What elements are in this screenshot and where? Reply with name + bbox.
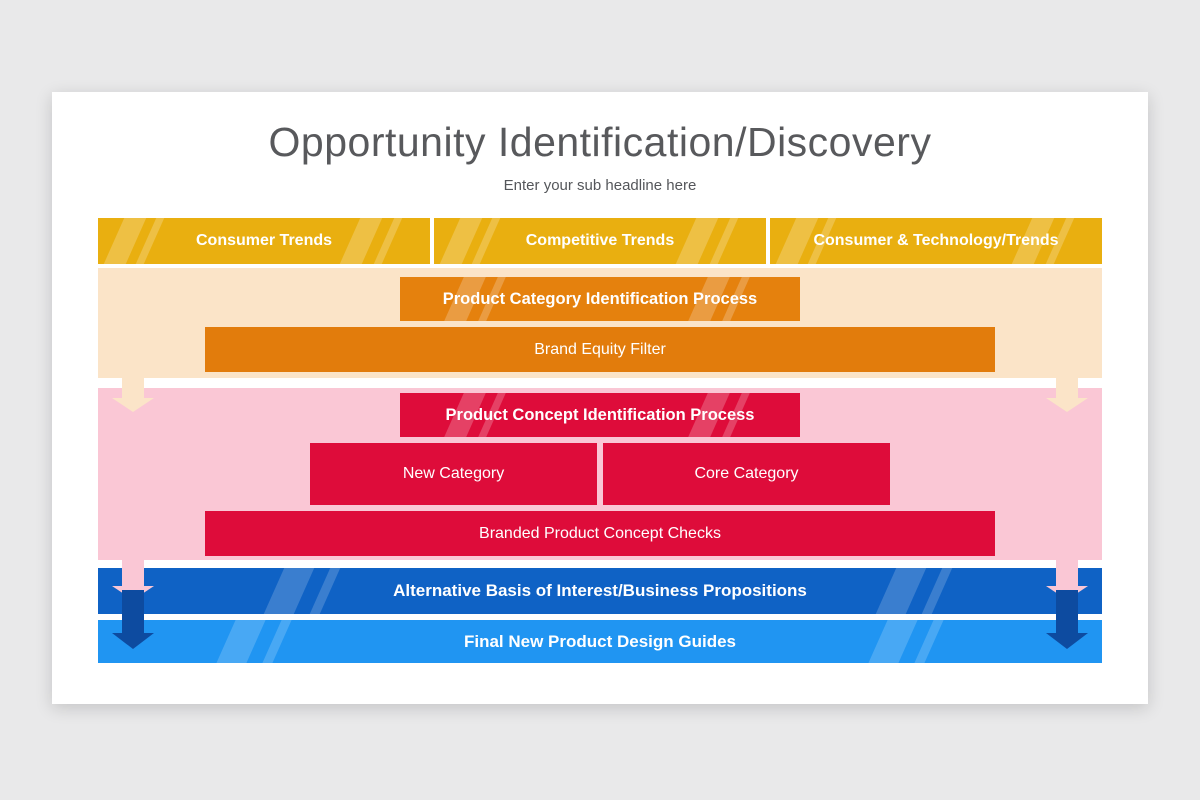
core-category-label: Core Category — [694, 465, 799, 482]
new-category-bar: New Category — [310, 443, 597, 505]
branded-concept-checks-label: Branded Product Concept Checks — [479, 524, 721, 542]
shine-stripe — [872, 568, 930, 614]
shine-stripe — [672, 218, 722, 264]
brand-equity-filter-label: Brand Equity Filter — [534, 340, 666, 358]
trend-bar-label: Competitive Trends — [525, 232, 675, 249]
peach-down-arrow-left-icon — [112, 368, 154, 412]
trend-bar-consumer: Consumer Trends — [98, 218, 430, 264]
peach-down-arrow-right-icon — [1046, 368, 1088, 412]
brand-equity-filter-bar: Brand Equity Filter — [205, 327, 995, 372]
trend-bar-competitive: Competitive Trends — [434, 218, 766, 264]
shine-stripe — [370, 218, 406, 264]
shine-stripe — [260, 568, 318, 614]
shine-stripe — [864, 620, 922, 663]
final-guides-bar: Final New Product Design Guides — [98, 620, 1102, 663]
core-category-bar: Core Category — [603, 443, 890, 505]
shine-stripe — [910, 620, 948, 663]
category-process-header-label: Product Category Identification Process — [442, 289, 758, 308]
shine-stripe — [918, 568, 956, 614]
trend-row: Consumer Trends Competitive Trends Consu… — [98, 218, 1102, 264]
trend-bar-label: Consumer & Technology/Trends — [813, 232, 1059, 249]
alternative-basis-label: Alternative Basis of Interest/Business P… — [393, 581, 807, 600]
page-title: Opportunity Identification/Discovery — [268, 119, 932, 165]
shine-stripe — [468, 218, 504, 264]
shine-stripe — [132, 218, 168, 264]
concept-process-header-bar: Product Concept Identification Process — [400, 393, 800, 437]
concept-process-header-label: Product Concept Identification Process — [445, 405, 755, 424]
shine-stripe — [436, 218, 486, 264]
shine-stripe — [100, 218, 150, 264]
new-category-label: New Category — [402, 465, 505, 482]
page-subtitle: Enter your sub headline here — [503, 177, 697, 194]
navy-down-arrow-left-icon — [112, 590, 154, 649]
shine-stripe — [336, 218, 386, 264]
navy-down-arrow-right-icon — [1046, 590, 1088, 649]
branded-concept-checks-bar: Branded Product Concept Checks — [205, 511, 995, 556]
final-guides-label: Final New Product Design Guides — [463, 631, 737, 651]
alternative-basis-bar: Alternative Basis of Interest/Business P… — [98, 568, 1102, 614]
shine-stripe — [212, 620, 270, 663]
shine-stripe — [706, 218, 742, 264]
trend-bar-consumer-technology: Consumer & Technology/Trends — [770, 218, 1102, 264]
slide: Opportunity Identification/Discovery Ent… — [52, 92, 1148, 704]
diagram: Consumer Trends Competitive Trends Consu… — [98, 218, 1102, 668]
shine-stripe — [306, 568, 344, 614]
trend-bar-label: Consumer Trends — [195, 232, 333, 249]
category-process-header-bar: Product Category Identification Process — [400, 277, 800, 321]
shine-stripe — [258, 620, 296, 663]
